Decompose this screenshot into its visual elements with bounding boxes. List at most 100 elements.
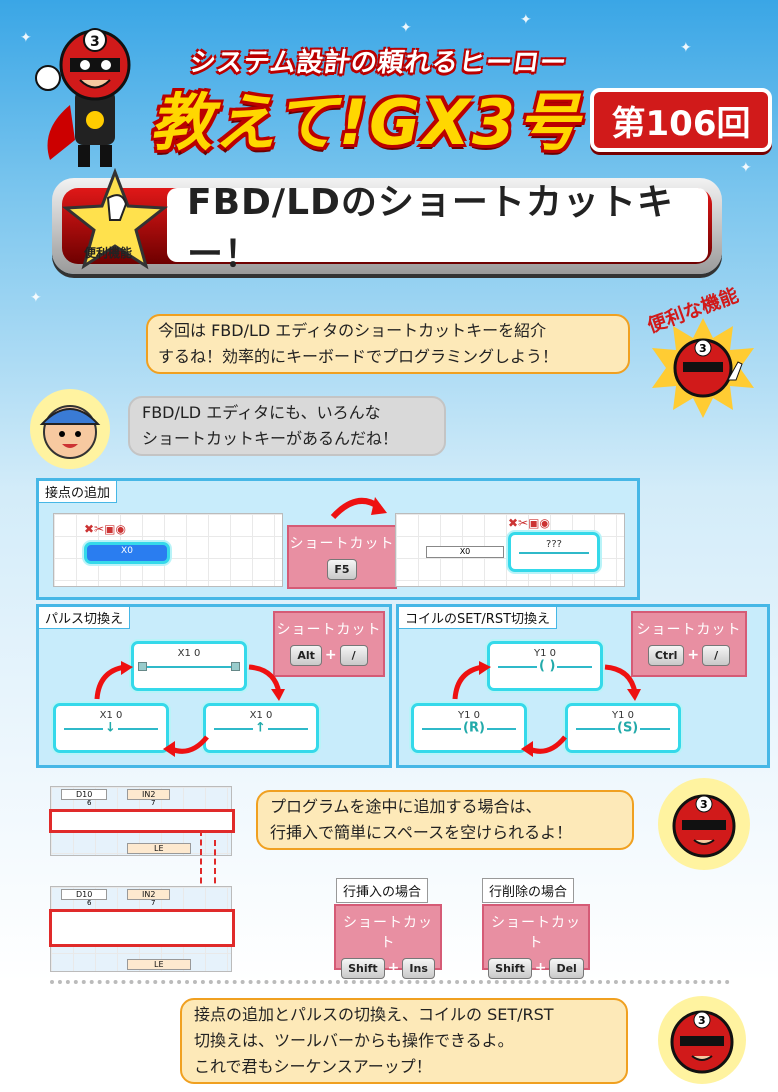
hero-line-2: するね！効率的にキーボードでプログラミングしよう！ [158,347,559,366]
grid-d10: D10 [61,889,108,900]
issue-badge: 第106回 [590,88,772,152]
pulse-rising-label: X1 0 [249,710,273,721]
pulse-shortcut-title: ショートカット [276,622,382,638]
insert-line-1: プログラムを途中に追加する場合は、 [270,797,542,816]
contact-add-panel: 接点の追加 ✖✂▣◉ X0 ショートカット F5 ✖✂▣◉ X0 ??? [36,478,640,600]
rising-symbol: ↑ [253,720,268,736]
arrow-cycle-icon [248,664,285,701]
banner-badge-label: 便利機能 [84,246,133,260]
sparkle-icon: ✦ [520,12,532,28]
toolbar-icons: ✖✂▣◉ [508,516,550,530]
contact-before-label: X0 [121,546,133,556]
falling-symbol: ↓ [103,720,118,736]
hero-mascot-icon: 3 [35,28,131,167]
grid-6: 6 [87,899,92,907]
grid-le: LE [127,959,191,970]
insert-before-grid: D10 IN2 6 7 LE [49,786,235,856]
insert-shortcut: ショートカット Shift+Ins [334,904,442,979]
before-editor-grid: ✖✂▣◉ X0 [53,513,283,587]
pulse-label: パルス切換え [39,607,131,629]
sparkle-icon: ✦ [680,40,692,56]
key-ins[interactable]: Ins [402,958,435,979]
key-slash[interactable]: / [702,645,731,666]
arrow-cycle-icon [94,661,133,700]
outro-line-2: 切換えは、ツールバーからも操作できるよ。 [194,1031,514,1050]
outro-line-1: 接点の追加とパルスの切換え、コイルの SET/RST [194,1005,554,1024]
svg-text:3: 3 [90,34,100,50]
ladder-line [142,666,236,668]
insert-line-2: 行挿入で簡単にスペースを空けられるよ！ [270,823,573,842]
coil-set-label: Y1 0 [611,710,634,721]
coil-reset[interactable]: Y1 0 (R) [411,703,527,753]
ladder-node [138,662,147,671]
coil-shortcut: ショートカット Ctrl+/ [631,611,747,677]
grid-7: 7 [151,799,156,807]
hero-face-burst-icon: 3 [652,318,754,418]
arrow-cycle-icon [163,735,209,757]
delete-shortcut-title: ショートカット [491,915,581,951]
arrow-cycle-icon [521,735,567,757]
user-avatar-icon [30,389,110,469]
pulse-shortcut: ショートカット Alt+/ [273,611,385,677]
insert-shortcut-title: ショートカット [343,915,433,951]
coil-panel: コイルのSET/RST切換え ショートカット Ctrl+/ Y1 0 ( ) Y… [396,604,770,768]
set-symbol: (S) [615,720,641,736]
coil-shortcut-title: ショートカット [636,622,742,638]
contact-shortcut-title: ショートカット [289,536,395,552]
key-ctrl[interactable]: Ctrl [647,645,685,666]
banner-title-box: FBD/LDのショートカットキー！ [167,182,708,275]
ladder-node [231,662,240,671]
coil-set[interactable]: Y1 0 (S) [565,703,681,753]
sparkle-icon: ✦ [20,30,32,46]
grid-le: LE [127,843,191,854]
coil-placeholder[interactable]: ??? [508,532,600,572]
pulse-normal-label: X1 0 [177,648,201,659]
user-speech-bubble: FBD/LD エディタにも、いろんな ショートカットキーがあるんだね！ [128,396,446,456]
hero-line-1: 今回は FBD/LD エディタのショートカットキーを紹介 [158,321,547,340]
title-banner: FBD/LDのショートカットキー！ [52,178,722,275]
pulse-panel: パルス切換え ショートカット Alt+/ X1 0 X1 0 ↓ X1 0 ↑ [36,604,392,768]
coil-reset-label: Y1 0 [457,710,480,721]
arrow-cycle-icon [604,664,641,701]
key-f5[interactable]: F5 [327,559,357,580]
contact-after: X0 [426,546,504,558]
arrow-right-icon [330,497,387,520]
pulse-falling[interactable]: X1 0 ↓ [53,703,169,753]
svg-text:3: 3 [699,342,707,355]
contact-shortcut: ショートカット F5 [287,525,397,589]
inserted-row-highlight [49,909,235,947]
insert-case-label: 行挿入の場合 [336,878,429,903]
hero-speech-bubble: 今回は FBD/LD エディタのショートカットキーを紹介 するね！効率的にキーボ… [146,314,630,374]
insert-row-highlight [49,809,235,833]
grid-in2: IN2 [127,789,171,800]
key-alt[interactable]: Alt [290,645,322,666]
key-slash[interactable]: / [339,645,368,666]
page-title: FBD/LDのショートカットキー！ [187,182,674,275]
insert-dashed-line [200,830,202,912]
contact-before[interactable]: X0 [84,542,170,564]
ladder-line [519,552,589,554]
outro-line-3: これで君もシーケンスアーップ！ [194,1057,432,1076]
coil-symbol: ( ) [537,658,558,674]
after-editor-grid: ✖✂▣◉ X0 ??? [395,513,625,587]
sparkle-icon: ✦ [30,290,42,306]
sparkle-icon: ✦ [400,20,412,36]
plus-sign: + [687,647,700,663]
pulse-rising[interactable]: X1 0 ↑ [203,703,319,753]
plus-sign: + [387,960,400,976]
svg-text:3: 3 [700,798,708,811]
key-shift[interactable]: Shift [488,958,532,979]
key-del[interactable]: Del [549,958,584,979]
arrow-cycle-icon [452,661,491,700]
svg-text:3: 3 [698,1014,706,1027]
hero-face-icon: 3 [658,778,750,870]
pulse-falling-label: X1 0 [99,710,123,721]
coil-placeholder-label: ??? [546,539,562,550]
outro-speech-bubble: 接点の追加とパルスの切換え、コイルの SET/RST 切換えは、ツールバーからも… [180,998,628,1084]
coil-label: コイルのSET/RST切換え [399,607,558,629]
key-shift[interactable]: Shift [341,958,385,979]
grid-7: 7 [151,899,156,907]
coil-normal[interactable]: Y1 0 ( ) [487,641,603,691]
user-line-2: ショートカットキーがあるんだね！ [142,429,399,448]
pulse-normal[interactable]: X1 0 [131,641,247,691]
